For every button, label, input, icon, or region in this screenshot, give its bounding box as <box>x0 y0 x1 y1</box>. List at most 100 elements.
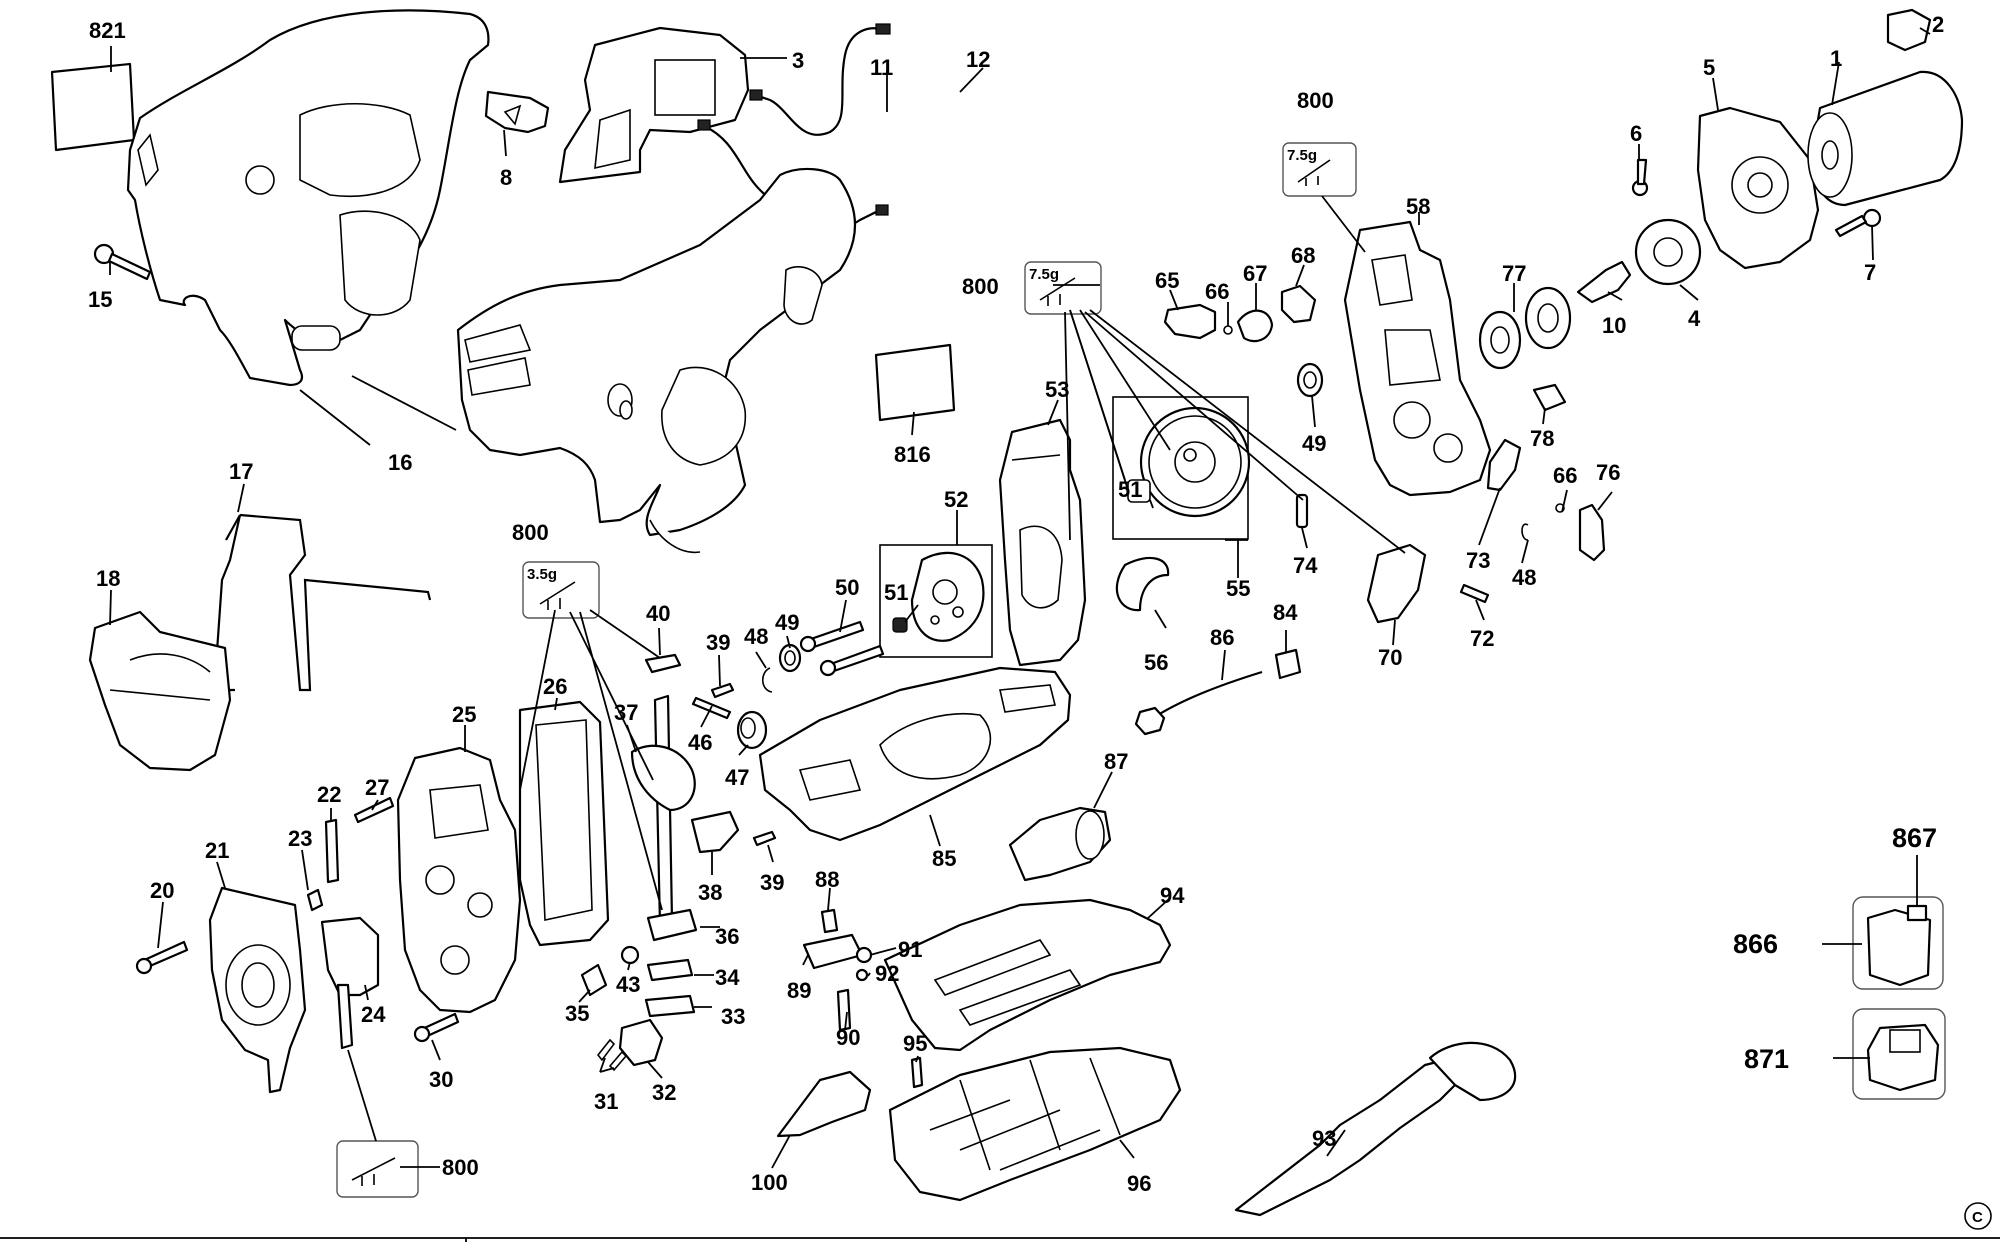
callout-88: 88 <box>815 867 839 892</box>
part-34-plate <box>646 958 694 982</box>
callout-68: 68 <box>1291 243 1315 268</box>
bottom-rule <box>0 1237 2000 1242</box>
callout-18: 18 <box>96 566 120 591</box>
part-65-lever <box>1163 303 1217 340</box>
callout-23: 23 <box>288 826 312 851</box>
callout-35: 35 <box>565 1001 589 1026</box>
callout-65: 65 <box>1155 268 1179 293</box>
callout-31: 31 <box>594 1089 618 1114</box>
part-40-block <box>644 653 682 674</box>
part-6-screw <box>1631 158 1649 197</box>
callout-74: 74 <box>1293 553 1318 578</box>
callout-92: 92 <box>875 961 899 986</box>
callout-16: 16 <box>388 450 412 475</box>
callout-67: 67 <box>1243 261 1267 286</box>
callout-21: 21 <box>205 838 229 863</box>
callout-2: 2 <box>1932 12 1944 37</box>
part-78-clip <box>1532 383 1567 412</box>
callout-27: 27 <box>365 775 389 800</box>
part-86-wire <box>1149 670 1263 721</box>
part-50-screws <box>799 620 885 677</box>
callout-53: 53 <box>1045 377 1069 402</box>
callout-94: 94 <box>1160 883 1185 908</box>
part-77-bearings <box>1478 286 1572 370</box>
callout-72: 72 <box>1470 626 1494 651</box>
part-49-washer-right <box>1296 362 1324 398</box>
callout-84: 84 <box>1273 600 1298 625</box>
callout-5: 5 <box>1703 55 1715 80</box>
callout-17: 17 <box>229 459 253 484</box>
callout-66-right: 66 <box>1553 463 1577 488</box>
callout-33: 33 <box>721 1004 745 1029</box>
part-74-pin <box>1295 493 1309 529</box>
part-93-dust-hose <box>1234 1058 1462 1217</box>
callout-39-upper: 39 <box>706 630 730 655</box>
callout-20: 20 <box>150 878 174 903</box>
part-10-pinion <box>1576 260 1632 304</box>
callout-77: 77 <box>1502 261 1526 286</box>
callout-48-left: 48 <box>744 624 768 649</box>
part-7-screw <box>1834 208 1882 238</box>
part-91-washer <box>855 946 873 964</box>
part-49-washer-left <box>778 643 802 673</box>
grease-label-top: 7.5g <box>1287 147 1317 164</box>
part-94-shoe-top <box>883 898 1172 1052</box>
callout-36: 36 <box>715 924 739 949</box>
callout-labels: 821 15 16 8 3 11 12 800 800 800 800 2 1 … <box>88 12 1983 1226</box>
part-76-knob <box>1578 503 1606 562</box>
callout-12: 12 <box>966 47 990 72</box>
callout-866: 866 <box>1733 929 1778 959</box>
callout-821: 821 <box>89 18 126 43</box>
part-39-screw-upper <box>710 682 735 699</box>
callout-800-bottom: 800 <box>442 1155 479 1180</box>
callout-49-left: 49 <box>775 610 799 635</box>
callout-11: 11 <box>870 55 893 80</box>
leader-lines <box>109 27 1931 1169</box>
callout-95: 95 <box>903 1031 927 1056</box>
callout-66-top: 66 <box>1205 279 1229 304</box>
callout-78: 78 <box>1530 426 1554 451</box>
callout-96: 96 <box>1127 1171 1151 1196</box>
part-55-gear <box>1139 406 1251 518</box>
callout-39-lower: 39 <box>760 870 784 895</box>
part-67-spring <box>1236 309 1274 343</box>
part-36-block <box>646 908 698 942</box>
callout-10: 10 <box>1602 313 1626 338</box>
part-15-screw <box>93 243 152 281</box>
callout-93: 93 <box>1312 1126 1336 1151</box>
callout-85: 85 <box>932 846 956 871</box>
copyright-letter: C <box>1972 1209 1983 1226</box>
callout-48-right: 48 <box>1512 565 1536 590</box>
callout-50: 50 <box>835 575 859 600</box>
part-92-nut <box>855 968 869 982</box>
part-90-bolt <box>836 988 852 1032</box>
callout-55: 55 <box>1226 576 1250 601</box>
callout-8: 8 <box>500 165 512 190</box>
callout-58: 58 <box>1406 194 1430 219</box>
part-23-spring <box>306 888 324 912</box>
callout-43: 43 <box>616 972 640 997</box>
callout-90: 90 <box>836 1025 860 1050</box>
part-70-blade-clamp <box>1366 543 1427 624</box>
part-2-connector <box>1886 8 1932 52</box>
part-4-fan <box>1634 218 1702 286</box>
callout-871: 871 <box>1744 1044 1789 1074</box>
callout-22: 22 <box>317 782 341 807</box>
callout-6: 6 <box>1630 121 1642 146</box>
part-816-label-plate <box>874 343 956 422</box>
part-48-clip-right <box>1521 523 1529 541</box>
part-66-ring <box>1223 325 1233 335</box>
callout-15: 15 <box>88 287 112 312</box>
part-73-lever <box>1486 438 1522 492</box>
callout-24: 24 <box>361 1002 386 1027</box>
part-18-rear-cover <box>88 610 232 772</box>
callout-70: 70 <box>1378 645 1402 670</box>
part-25-housing-block <box>396 746 522 1014</box>
part-3-switch <box>558 26 750 184</box>
part-48-clip-left <box>761 667 773 693</box>
callout-91: 91 <box>898 937 922 962</box>
callout-52: 52 <box>944 487 968 512</box>
callout-40: 40 <box>646 601 670 626</box>
callout-46: 46 <box>688 730 712 755</box>
callout-87: 87 <box>1104 749 1128 774</box>
